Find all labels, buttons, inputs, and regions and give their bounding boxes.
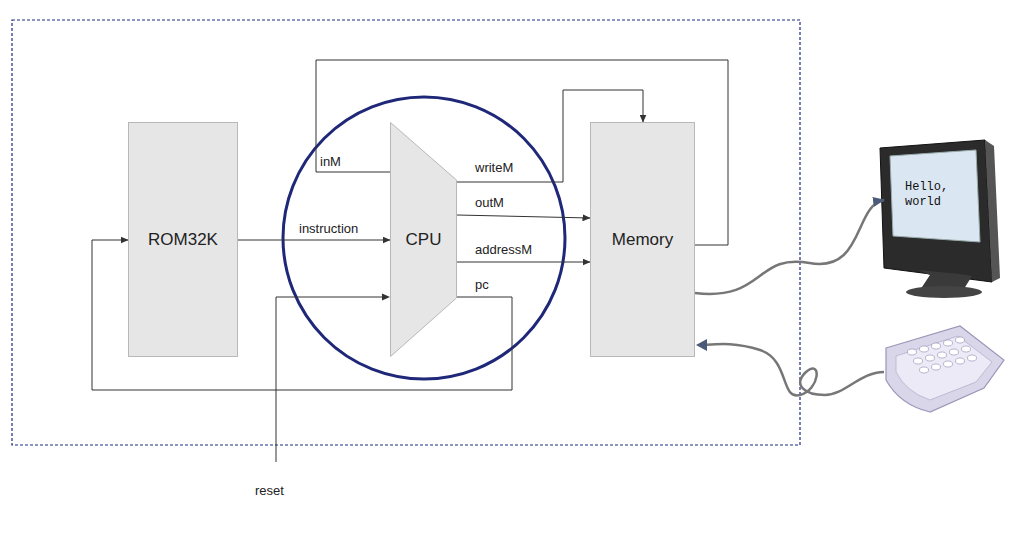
screen-text: Hello, world (905, 180, 965, 210)
keyboard-illustration (886, 326, 1004, 412)
signal-name: inM (318, 154, 343, 170)
part-name: Memory (612, 230, 673, 250)
cpu-highlight-circle (283, 97, 565, 379)
cpu-trapezoid: CPU (390, 122, 457, 357)
part-name: CPU (406, 230, 442, 250)
signal-name: writeM (473, 160, 515, 176)
monitor-illustration (880, 140, 1000, 298)
memory-box: Memory (590, 122, 695, 357)
signal-name: pc (473, 277, 491, 293)
rom-box: ROM32K (128, 122, 238, 357)
signal-name: reset (253, 483, 286, 499)
signal-wire (457, 262, 590, 263)
part-name: ROM32K (148, 230, 218, 250)
reset-wire (276, 294, 390, 463)
signal-wire (238, 240, 390, 241)
computer-boundary (12, 20, 800, 445)
signal-name: instruction (297, 221, 360, 237)
monitor-screen: Hello, world (896, 156, 974, 234)
signal-wire (695, 200, 884, 294)
signal-name: outM (473, 195, 506, 211)
signal-name: addressM (473, 242, 534, 258)
signal-wire (457, 215, 590, 218)
keyboard-wire (696, 339, 884, 395)
